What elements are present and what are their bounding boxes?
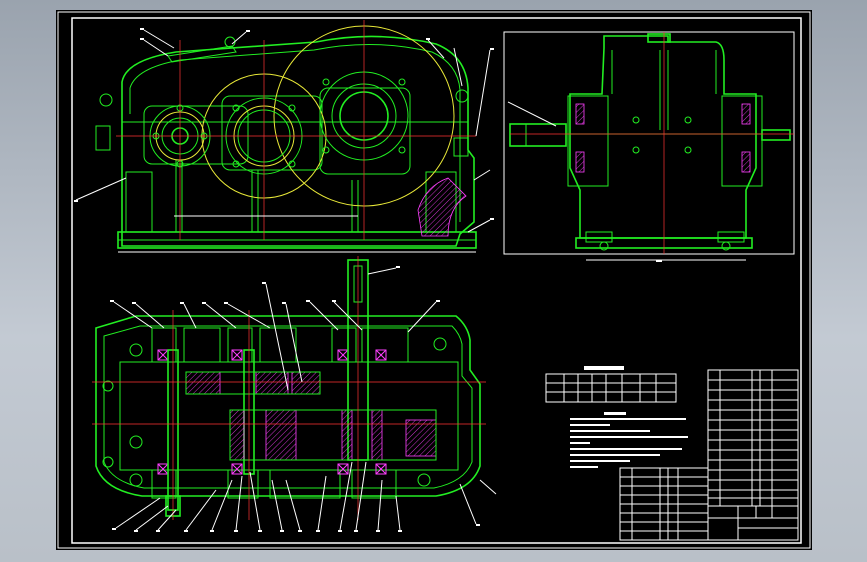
technical-requirements	[570, 412, 688, 468]
gear-parameter-table	[545, 366, 677, 403]
drawing-sheet	[56, 10, 812, 550]
callout-marks	[74, 28, 662, 532]
parts-list	[619, 369, 799, 541]
outer-border	[57, 11, 811, 549]
front-view	[75, 20, 491, 253]
side-view	[503, 31, 795, 261]
inner-frame	[71, 17, 802, 544]
title-block	[707, 505, 799, 541]
top-section-view	[92, 256, 497, 531]
gearbox-assembly-drawing	[57, 11, 811, 549]
